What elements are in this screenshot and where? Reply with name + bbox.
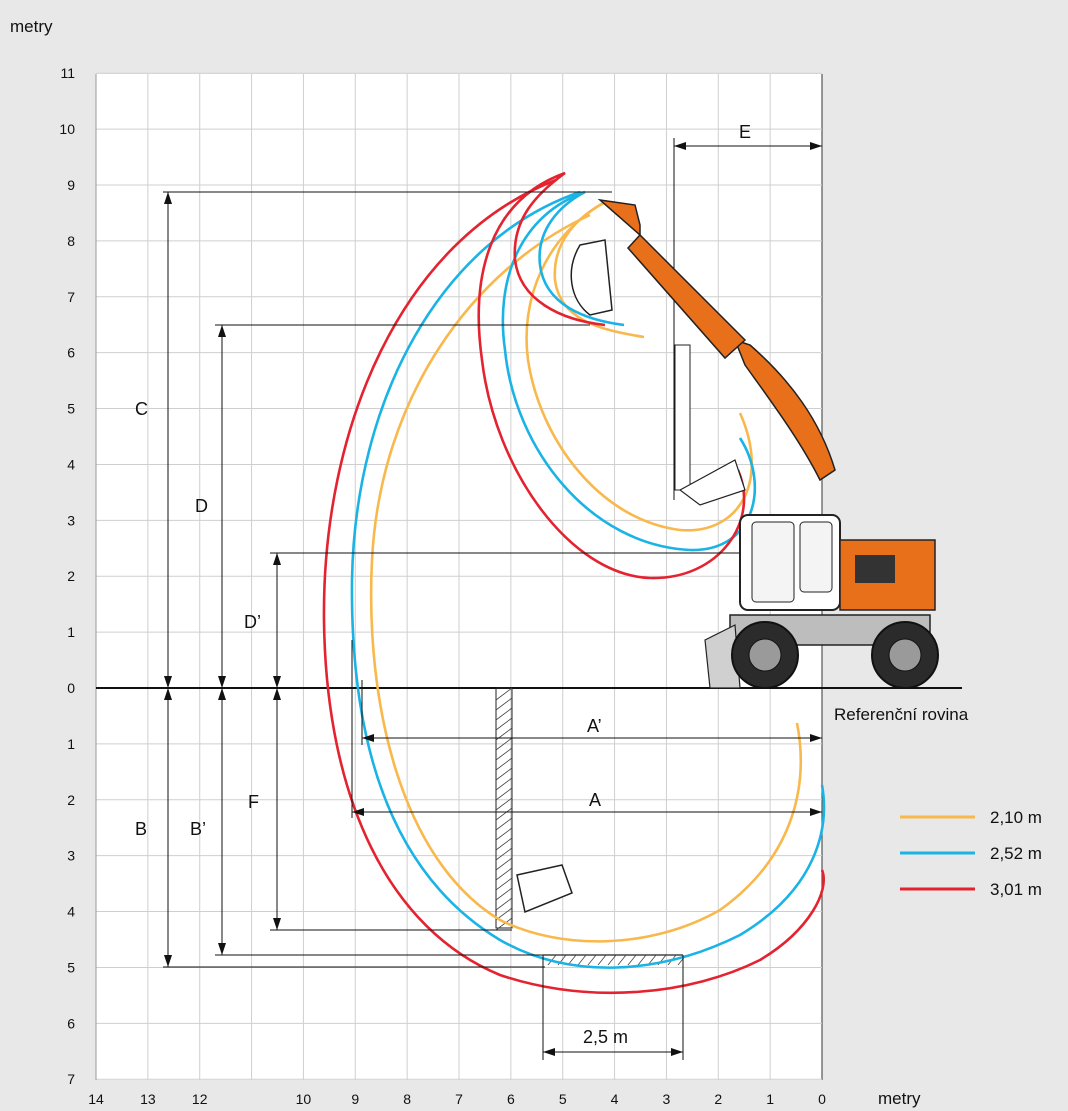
y-tick-label: 5 — [67, 401, 75, 417]
x-unit-label: metry — [878, 1089, 921, 1108]
hatch-line — [495, 797, 513, 811]
hatch-line — [495, 697, 513, 711]
y-tick-label: 2 — [67, 792, 75, 808]
hatch-line — [587, 954, 597, 966]
legend: 2,10 m 2,52 m 3,01 m — [900, 808, 1042, 899]
hatch-line — [495, 767, 513, 781]
y-tick-label: 9 — [67, 177, 75, 193]
x-tick-label: 7 — [455, 1091, 463, 1107]
x-tick-label: 13 — [140, 1091, 156, 1107]
hatch-line — [495, 857, 513, 871]
hatch-line — [495, 757, 513, 771]
dim-label-c: C — [135, 399, 148, 419]
hatch-line — [495, 897, 513, 911]
y-tick-label: 2 — [67, 568, 75, 584]
hatch-line — [627, 954, 637, 966]
curve-2-10-upper — [525, 199, 754, 532]
dim-label-a: A — [589, 790, 601, 810]
hatch-line — [495, 687, 513, 701]
hatch-line — [637, 954, 647, 966]
x-tick-label: 6 — [507, 1091, 515, 1107]
hatch-line — [597, 954, 607, 966]
x-tick-label: 4 — [611, 1091, 619, 1107]
y-tick-label: 5 — [67, 959, 75, 975]
x-tick-label: 8 — [403, 1091, 411, 1107]
x-tick-label: 5 — [559, 1091, 567, 1107]
y-tick-label: 6 — [67, 345, 75, 361]
y-tick-label: 7 — [67, 289, 75, 305]
width-label: 2,5 m — [583, 1027, 628, 1047]
y-tick-label: 11 — [60, 65, 75, 81]
hatch-line — [495, 777, 513, 791]
dimension-lines — [163, 138, 822, 1060]
curve-2-52-upper — [501, 190, 756, 552]
hatch-line — [495, 867, 513, 881]
legend-label-2-52: 2,52 m — [990, 844, 1042, 863]
trench-wall — [495, 687, 513, 931]
hatch-line — [495, 887, 513, 901]
hatch-line — [495, 827, 513, 841]
legend-label-2-10: 2,10 m — [990, 808, 1042, 827]
x-tick-label: 9 — [351, 1091, 359, 1107]
dimension-arrows — [164, 142, 822, 1056]
dim-label-a-prime: A’ — [587, 716, 602, 736]
x-tick-label: 0 — [818, 1091, 826, 1107]
x-tick-label: 1 — [766, 1091, 774, 1107]
y-tick-label: 3 — [67, 512, 75, 528]
legend-label-3-01: 3,01 m — [990, 880, 1042, 899]
reference-plane-label: Referenční rovina — [834, 705, 969, 724]
x-tick-label: 10 — [296, 1091, 312, 1107]
y-tick-label: 8 — [67, 233, 75, 249]
x-tick-label: 12 — [192, 1091, 208, 1107]
excavator-illustration — [516, 198, 939, 914]
y-tick-label: 4 — [67, 456, 75, 472]
y-tick-label: 4 — [67, 904, 75, 920]
hatch-line — [495, 807, 513, 821]
hatch-line — [495, 747, 513, 761]
curve-3-01-outer — [322, 178, 825, 995]
dim-label-e: E — [739, 122, 751, 142]
dim-label-f: F — [248, 792, 259, 812]
y-tick-label: 1 — [67, 736, 75, 752]
hatch-line — [495, 837, 513, 851]
hatch-line — [607, 954, 617, 966]
x-tick-label: 2 — [714, 1091, 722, 1107]
dim-label-b-prime: B’ — [190, 819, 206, 839]
y-tick-label: 7 — [67, 1071, 75, 1087]
curve-2-52-outer — [350, 190, 826, 969]
y-tick-label: 10 — [59, 121, 75, 137]
curve-3-01-upper — [477, 171, 746, 580]
hatch-line — [495, 917, 513, 931]
hatch-line — [617, 954, 627, 966]
y-tick-label: 1 — [67, 624, 75, 640]
curve-2-10-outer — [369, 213, 803, 943]
hatch-line — [495, 707, 513, 721]
y-unit-label: metry — [10, 17, 53, 36]
y-tick-label: 3 — [67, 848, 75, 864]
hatch-line — [495, 787, 513, 801]
hatch-line — [495, 737, 513, 751]
y-tick-label: 6 — [67, 1015, 75, 1031]
hatch-line — [495, 717, 513, 731]
curves — [322, 171, 826, 995]
hatch-line — [495, 817, 513, 831]
hatch-line — [577, 954, 587, 966]
dim-label-d: D — [195, 496, 208, 516]
x-tick-label: 14 — [88, 1091, 104, 1107]
x-tick-label: 3 — [663, 1091, 671, 1107]
hatch-line — [495, 847, 513, 861]
y-tick-label: 0 — [67, 680, 75, 696]
dim-label-b: B — [135, 819, 147, 839]
hatch-line — [495, 877, 513, 891]
dim-label-d-prime: D’ — [244, 612, 261, 632]
